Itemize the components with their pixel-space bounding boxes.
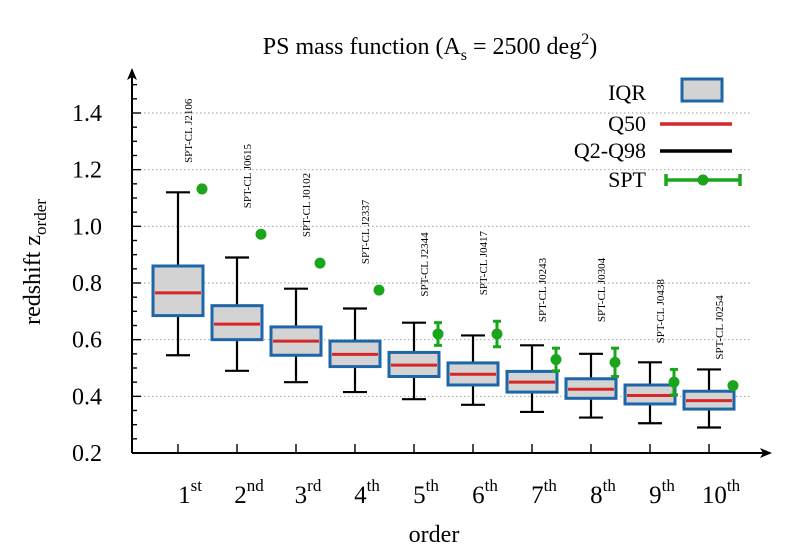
axes bbox=[127, 68, 772, 458]
x-axis-label: order bbox=[409, 522, 460, 548]
spt-cluster-label: SPT-CL J2344 bbox=[419, 232, 431, 297]
spt-cluster-label: SPT-CL J0102 bbox=[301, 173, 313, 237]
box-plot bbox=[210, 256, 264, 372]
chart-title-subscript: s bbox=[461, 47, 467, 64]
spt-marker bbox=[255, 228, 267, 240]
box-plot bbox=[328, 307, 382, 394]
x-tick-label: 7th bbox=[531, 476, 557, 509]
y-tick-labels: 0.2 0.4 0.6 0.8 1.0 1.2 1.4 bbox=[72, 101, 102, 467]
iqr-box bbox=[151, 264, 205, 318]
y-axis-label: redshift zorder bbox=[20, 199, 50, 325]
spt-cluster-label: SPT-CL J0615 bbox=[242, 143, 254, 208]
spt-cluster-label: SPT-CL J0304 bbox=[596, 257, 608, 322]
legend-swatch-spt bbox=[664, 174, 742, 186]
spt-cluster-label: SPT-CL J2337 bbox=[360, 199, 372, 264]
y-tick-label: 1.2 bbox=[72, 158, 102, 184]
chart-title-end: ) bbox=[589, 34, 597, 60]
legend: IQR Q50 Q2-Q98 SPT bbox=[574, 77, 742, 192]
chart-title: PS mass function (As = 2500 deg2) bbox=[263, 31, 597, 64]
x-tick-label: 8th bbox=[590, 476, 616, 509]
spt-marker bbox=[314, 257, 326, 269]
x-tick-label: 9th bbox=[649, 476, 675, 509]
box-plots bbox=[151, 191, 736, 429]
spt-point: SPT-CL J2337 bbox=[360, 199, 385, 296]
legend-label-q50: Q50 bbox=[608, 111, 646, 136]
x-tick-label: 10th bbox=[702, 476, 741, 509]
y-tick-label: 0.2 bbox=[72, 441, 102, 467]
legend-label-q2-q98: Q2-Q98 bbox=[574, 138, 646, 163]
spt-point: SPT-CL J0417 bbox=[478, 230, 503, 349]
spt-marker bbox=[491, 328, 503, 340]
x-tick-label: 4th bbox=[354, 476, 380, 509]
spt-point: SPT-CL J0615 bbox=[242, 143, 267, 240]
spt-marker bbox=[609, 356, 621, 368]
spt-point: SPT-CL J0102 bbox=[301, 173, 326, 269]
spt-point: SPT-CL J2106 bbox=[183, 98, 208, 195]
spt-marker bbox=[668, 376, 680, 388]
box-plot bbox=[623, 361, 677, 425]
x-tick-label: 6th bbox=[472, 476, 498, 509]
box-plot bbox=[505, 344, 559, 414]
y-tick-label: 0.8 bbox=[72, 271, 102, 297]
spt-marker bbox=[196, 183, 208, 195]
spt-point: SPT-CL J0304 bbox=[596, 257, 621, 378]
chart-title-main: PS mass function (A bbox=[263, 34, 462, 60]
box-plot bbox=[682, 368, 736, 429]
spt-cluster-label: SPT-CL J0243 bbox=[537, 257, 549, 322]
x-tick-labels: 1st 2nd 3rd 4th 5th 6th 7th 8th 9th 10th bbox=[178, 476, 741, 509]
x-tick-label: 2nd bbox=[234, 476, 264, 509]
spt-marker bbox=[550, 354, 562, 365]
spt-point: SPT-CL J2344 bbox=[419, 232, 444, 347]
spt-point: SPT-CL J0438 bbox=[655, 279, 680, 397]
spt-cluster-label: SPT-CL J0438 bbox=[655, 279, 667, 344]
spt-cluster-label: SPT-CL J2106 bbox=[183, 98, 195, 163]
y-axis-label-main: redshift z bbox=[20, 235, 46, 325]
box-plot bbox=[269, 287, 323, 384]
chart-title-middle: = 2500 deg bbox=[467, 34, 581, 60]
spt-point: SPT-CL J0243 bbox=[537, 257, 562, 373]
box-plot bbox=[564, 352, 618, 419]
x-tick-label: 3rd bbox=[295, 476, 322, 509]
spt-cluster-label: SPT-CL J0254 bbox=[714, 295, 726, 360]
spt-point: SPT-CL J0254 bbox=[714, 295, 739, 392]
spt-marker bbox=[727, 380, 739, 392]
legend-label-spt: SPT bbox=[608, 167, 646, 192]
x-tick-label: 5th bbox=[413, 476, 439, 509]
y-tick-label: 1.0 bbox=[72, 214, 102, 240]
spt-marker bbox=[373, 284, 385, 296]
grid-lines bbox=[132, 112, 750, 397]
x-tick-label: 1st bbox=[178, 476, 202, 509]
box-plot bbox=[151, 191, 205, 357]
legend-label-iqr: IQR bbox=[608, 80, 646, 105]
legend-swatch-iqr bbox=[680, 77, 724, 103]
box-plot bbox=[387, 321, 441, 401]
spt-marker bbox=[432, 328, 444, 340]
y-tick-label: 0.6 bbox=[72, 328, 102, 354]
spt-cluster-label: SPT-CL J0417 bbox=[478, 230, 490, 295]
chart-title-superscript: 2 bbox=[581, 31, 589, 48]
box-plot bbox=[446, 334, 500, 406]
y-axis-label-subscript: order bbox=[31, 199, 50, 235]
y-tick-label: 1.4 bbox=[72, 101, 102, 127]
y-tick-label: 0.4 bbox=[72, 384, 102, 410]
